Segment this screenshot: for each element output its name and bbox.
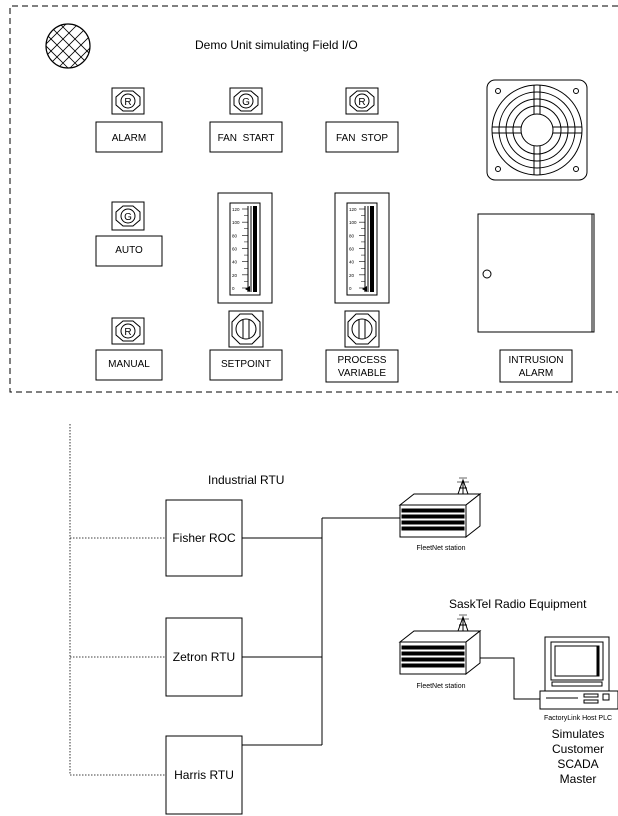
gauge-tick-label: 80: [232, 233, 238, 238]
intrusion-alarm-label-line1: INTRUSION: [509, 355, 564, 366]
process-variable-gauge: 120 100 80 60 40 20 0: [334, 192, 390, 304]
gauge-tick-label: 100: [232, 220, 240, 225]
host-description-line1: Simulates: [552, 727, 605, 741]
gauge-tick-label: 0: [232, 286, 235, 291]
alarm-label-plate: ALARM: [95, 121, 163, 153]
host-description-line3: SCADA: [557, 757, 598, 771]
host-computer-icon: [539, 636, 618, 710]
gauge-tick-label: 60: [232, 247, 238, 252]
gauge-tick-label: 60: [349, 247, 355, 252]
alarm-lamp-letter: R: [124, 97, 131, 108]
alarm-label: ALARM: [112, 133, 146, 144]
fan-stop-lamp-letter: R: [358, 97, 365, 108]
gauge-tick-label: 120: [349, 207, 357, 212]
logo-globe-icon: [45, 23, 91, 69]
rtu-zetron: Zetron RTU: [165, 617, 243, 697]
process-variable-gauge-scale: 120 100 80 60 40 20 0: [349, 207, 365, 291]
rtu-bus-wiring: [242, 517, 400, 746]
fan-stop-label: FAN STOP: [336, 133, 388, 144]
auto-lamp-letter: G: [124, 212, 132, 223]
manual-label-plate: MANUAL: [95, 349, 163, 381]
fleetnet-station-1-label: FleetNet station: [416, 545, 465, 552]
gauge-tick-label: 80: [349, 233, 355, 238]
host-description-line4: Master: [560, 772, 597, 786]
manual-indicator-lamp: R: [111, 317, 145, 345]
process-variable-label-line1: PROCESS: [338, 355, 387, 366]
gauge-tick-label: 100: [349, 220, 357, 225]
rtu-fisher-roc: Fisher ROC: [165, 499, 243, 577]
rtu-harris-label: Harris RTU: [174, 768, 234, 782]
intrusion-alarm-label-line2: ALARM: [519, 368, 553, 379]
rtu-harris: Harris RTU: [165, 735, 243, 815]
auto-indicator-lamp: G: [111, 201, 145, 231]
host-description-line2: Customer: [552, 742, 604, 756]
alarm-indicator-lamp: R: [111, 87, 145, 115]
process-variable-label-plate: PROCESS VARIABLE: [325, 349, 399, 383]
manual-lamp-letter: R: [124, 327, 131, 338]
fleetnet-station-2-icon: [398, 614, 482, 676]
rtu-zetron-label: Zetron RTU: [173, 650, 235, 664]
process-variable-knob-icon[interactable]: [344, 310, 380, 348]
sasktel-radio-title: SaskTel Radio Equipment: [449, 597, 587, 611]
process-variable-label-line2: VARIABLE: [338, 368, 386, 379]
fan-stop-indicator-lamp: R: [345, 87, 379, 115]
gauge-tick-label: 20: [349, 273, 355, 278]
fleetnet-station-2-label: FleetNet station: [416, 683, 465, 690]
gauge-tick-label: 20: [232, 273, 238, 278]
fan-start-label-plate: FAN START: [209, 121, 283, 153]
setpoint-gauge: 120 100 80 60 40 20 0: [217, 192, 273, 304]
field-io-wiring: [69, 424, 166, 776]
rtu-fisher-roc-label: Fisher ROC: [172, 531, 236, 545]
setpoint-label-plate: SETPOINT: [209, 349, 283, 381]
setpoint-label: SETPOINT: [221, 359, 271, 370]
setpoint-knob-icon[interactable]: [228, 310, 264, 348]
industrial-rtu-title: Industrial RTU: [208, 473, 284, 487]
fan-icon: [486, 79, 588, 181]
fan-start-label: FAN START: [218, 133, 275, 144]
fan-start-lamp-letter: G: [242, 97, 250, 108]
radio-host-link: [480, 657, 540, 700]
host-label: FactoryLink Host PLC: [544, 715, 612, 722]
panel-title: Demo Unit simulating Field I/O: [195, 38, 358, 52]
auto-label: AUTO: [115, 245, 143, 256]
gauge-tick-label: 120: [232, 207, 240, 212]
setpoint-gauge-scale: 120 100 80 60 40 20 0: [232, 207, 248, 291]
fan-stop-label-plate: FAN STOP: [325, 121, 399, 153]
demo-panel-border: [9, 5, 618, 393]
gauge-tick-label: 40: [232, 260, 238, 265]
gauge-tick-label: 0: [349, 286, 352, 291]
intrusion-cabinet-icon: [477, 213, 595, 333]
auto-label-plate: AUTO: [95, 235, 163, 267]
intrusion-alarm-label-plate: INTRUSION ALARM: [499, 349, 573, 383]
gauge-tick-label: 40: [349, 260, 355, 265]
fan-start-indicator-lamp: G: [229, 87, 263, 115]
fleetnet-station-1-icon: [398, 477, 482, 539]
manual-label: MANUAL: [108, 359, 150, 370]
